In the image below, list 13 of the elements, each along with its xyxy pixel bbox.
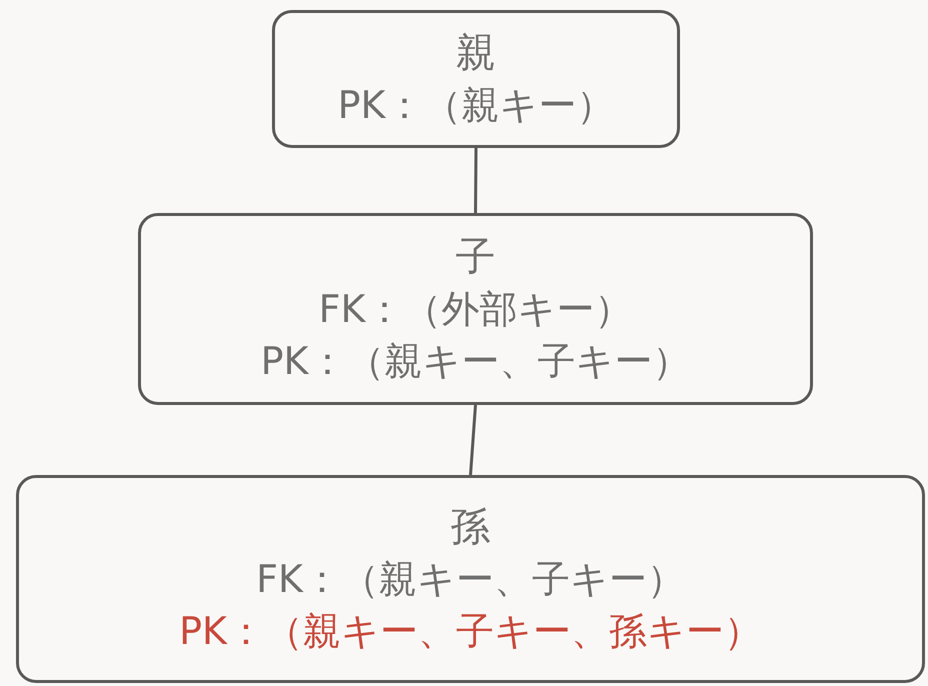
key-text: PK：（親キー、子キー、孫キー）: [179, 608, 762, 655]
entity-name: 孫: [450, 503, 490, 552]
entity-name: 親: [456, 29, 496, 78]
entity-box: [272, 10, 680, 148]
entity-box: [138, 213, 813, 405]
key-text: PK：（親キー、子キー）: [260, 338, 690, 385]
key-text: FK：（親キー、子キー）: [256, 556, 685, 603]
entity-box: [16, 475, 925, 683]
key-text: PK：（親キー）: [338, 82, 614, 129]
entity-name: 子: [456, 233, 496, 282]
connector-line: [474, 148, 478, 214]
connector-line: [469, 404, 477, 476]
key-text: FK：（外部キー）: [318, 286, 632, 333]
